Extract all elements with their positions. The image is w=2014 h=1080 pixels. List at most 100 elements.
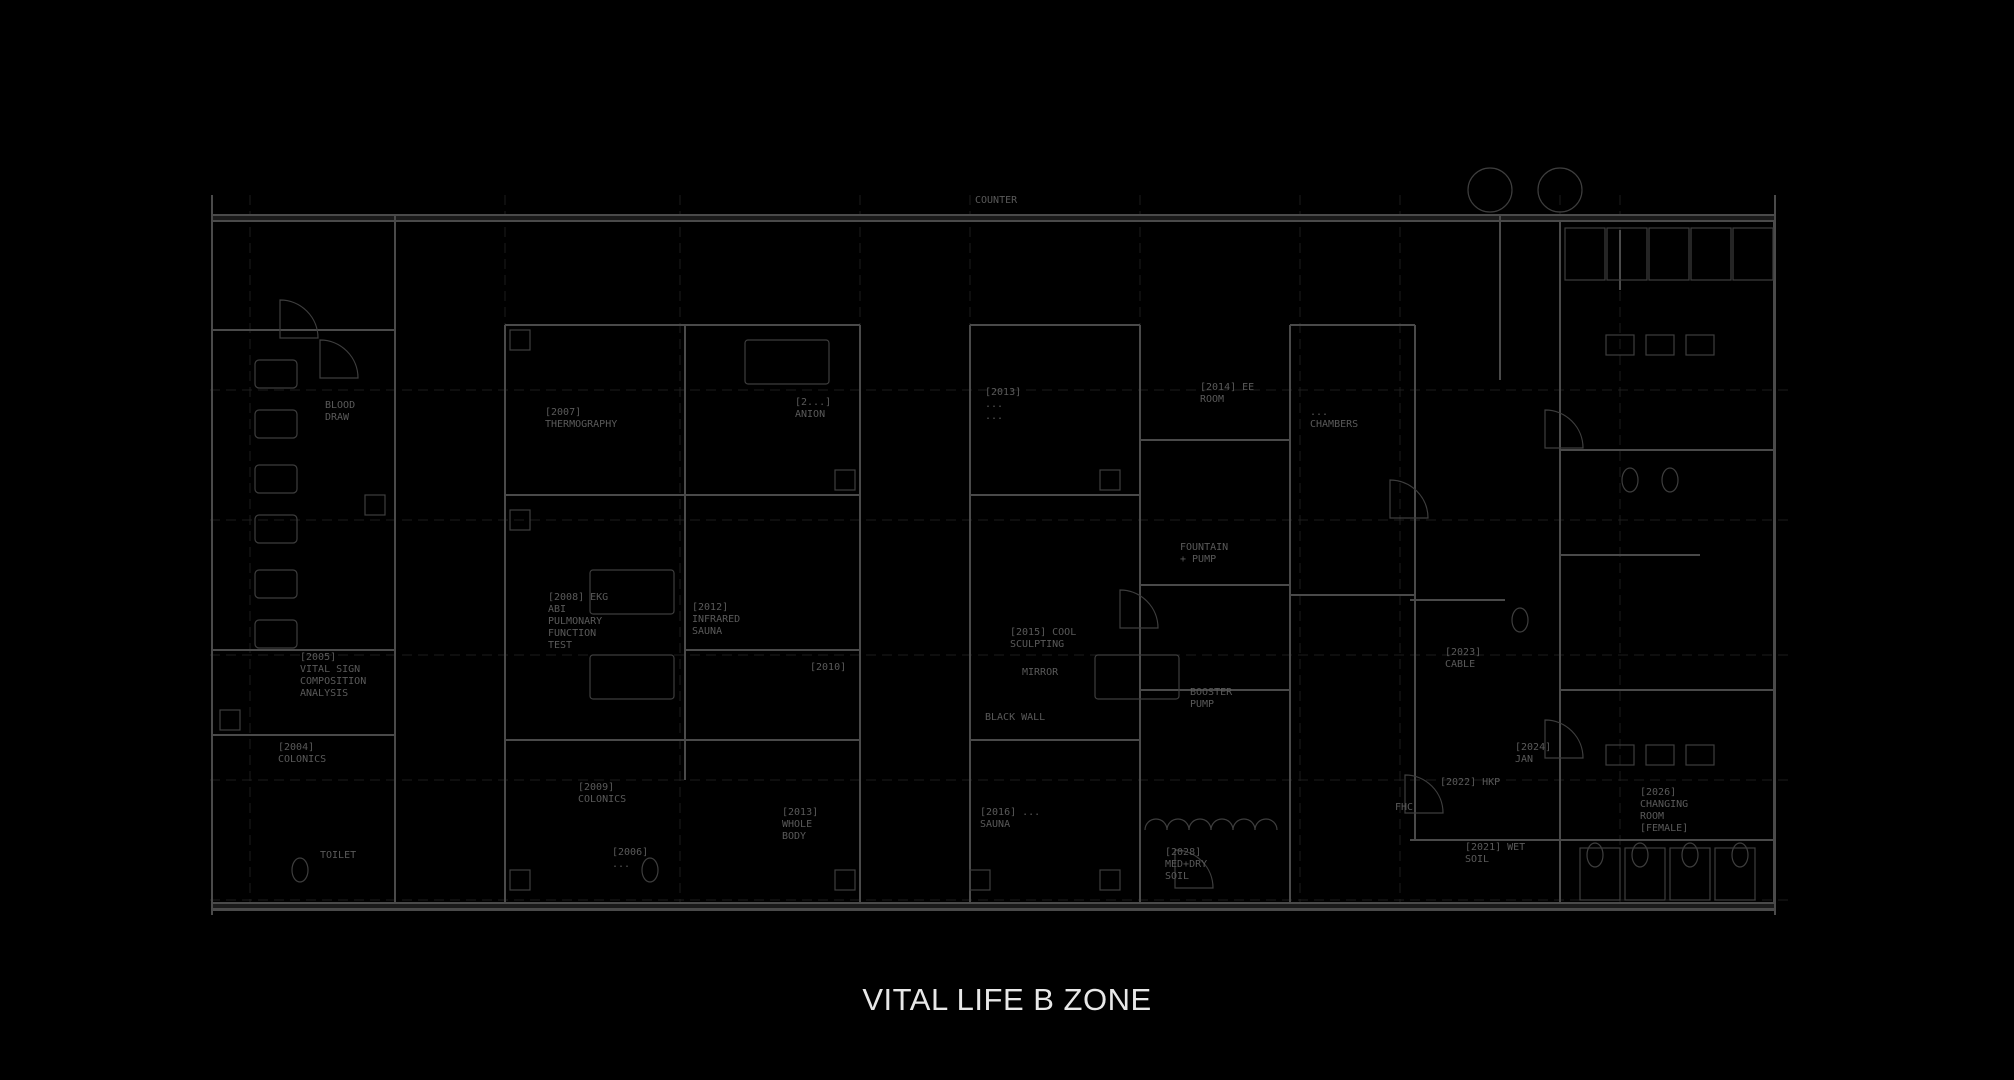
room-label-line: SCULPTING [1010, 639, 1064, 650]
sink-icon [1685, 744, 1715, 766]
toilet-icon [1621, 467, 1639, 493]
toilet-icon [1511, 607, 1529, 633]
stall [1648, 227, 1690, 281]
room-label-line: ANALYSIS [300, 688, 348, 699]
room-label-line: ... [985, 411, 1003, 422]
room-label-line: [2009] [578, 782, 614, 793]
door-swing [1174, 849, 1214, 889]
room-label-line: [2010] [810, 662, 846, 673]
door-swing [1544, 719, 1584, 759]
pump-arc [1166, 818, 1190, 831]
column [509, 869, 531, 891]
room-label-line: COMPOSITION [300, 676, 366, 687]
room-label-line: [FEMALE] [1640, 823, 1688, 834]
plan-caption: VITAL LIFE B ZONE [862, 982, 1152, 1017]
room-label-line: [2023] [1445, 647, 1481, 658]
chair-icon [254, 359, 298, 389]
room-label-line: [2008] EKG [548, 592, 608, 603]
room-label-line: ROOM [1640, 811, 1664, 822]
sink-icon [1605, 334, 1635, 356]
pump-arc [1210, 818, 1234, 831]
door-swing [279, 299, 319, 339]
stall [1624, 847, 1666, 901]
room-label-line: CHAMBERS [1310, 419, 1358, 430]
room-label-line: VITAL SIGN [300, 664, 360, 675]
room-label-line: ... [1310, 407, 1328, 418]
toilet-icon [1586, 842, 1604, 868]
room-label-line: ROOM [1200, 394, 1224, 405]
room-label-black-wall: BLACK WALL [985, 712, 1045, 723]
room-label-line: DRAW [325, 412, 350, 423]
stall [1669, 847, 1711, 901]
room-label-fhc: FHC [1395, 802, 1413, 813]
room-label-line: CABLE [1445, 659, 1475, 670]
bed-icon [589, 569, 675, 615]
room-label-line: FUNCTION [548, 628, 596, 639]
room-label-line: [2024] [1515, 742, 1551, 753]
room-label-line: SOIL [1465, 854, 1489, 865]
room-label-jan: [2024]JAN [1515, 742, 1551, 765]
column [1099, 469, 1121, 491]
column [509, 509, 531, 531]
chair-icon [254, 514, 298, 544]
column [364, 494, 386, 516]
room-label-line: [2006] [612, 847, 648, 858]
room-label-counter: COUNTER [975, 195, 1018, 206]
door-swing [1119, 589, 1159, 629]
room-label-anion: [2...]ANION [795, 397, 831, 420]
room-label-room-2010: [2010] [810, 662, 846, 673]
room-label-line: [2015] COOL [1010, 627, 1076, 638]
room-label-line: [2004] [278, 742, 314, 753]
room-label-line: ... [612, 859, 630, 870]
stall [1690, 227, 1732, 281]
fixture-circle [1467, 167, 1513, 213]
room-label-line: WHOLE [782, 819, 812, 830]
room-label-colonics-2: [2009]COLONICS [578, 782, 626, 805]
room-label-line: JAN [1515, 754, 1533, 765]
room-label-line: SAUNA [692, 626, 722, 637]
chair-icon [254, 464, 298, 494]
thick-wall [394, 214, 1501, 222]
room-label-cable: [2023]CABLE [1445, 647, 1481, 670]
room-label-line: SAUNA [980, 819, 1010, 830]
stall [1579, 847, 1621, 901]
room-label-line: [2021] WET [1465, 842, 1525, 853]
toilet-icon [291, 857, 309, 883]
room-label-line: BLOOD [325, 400, 355, 411]
room-label-line: COLONICS [578, 794, 626, 805]
room-label-mirror: MIRROR [1022, 667, 1059, 678]
room-label-line: MED+DRY [1165, 859, 1207, 870]
plan-walls [211, 195, 1776, 915]
plan-fixtures [219, 167, 1774, 901]
room-label-line: BLACK WALL [985, 712, 1045, 723]
pump-arc [1254, 818, 1278, 831]
column [834, 869, 856, 891]
toilet-icon [1661, 467, 1679, 493]
room-label-line: [2013] [782, 807, 818, 818]
room-label-line: PULMONARY [548, 616, 602, 627]
fixture-circle [1537, 167, 1583, 213]
stall [1606, 227, 1648, 281]
room-label-line: ABI [548, 604, 566, 615]
room-label-line: [2005] [300, 652, 336, 663]
room-label-room-2013: [2013]...... [985, 387, 1021, 422]
toilet-icon [641, 857, 659, 883]
room-label-line: BODY [782, 831, 806, 842]
chair-icon [254, 409, 298, 439]
room-label-line: TOILET [320, 850, 356, 861]
pump-arc [1144, 818, 1168, 831]
room-label-line: [2016] ... [980, 807, 1040, 818]
room-label-colonics-1: [2004]COLONICS [278, 742, 326, 765]
thick-wall [211, 902, 1776, 910]
room-label-fountain-pump: FOUNTAIN+ PUMP [1180, 542, 1228, 565]
door-swing [319, 339, 359, 379]
